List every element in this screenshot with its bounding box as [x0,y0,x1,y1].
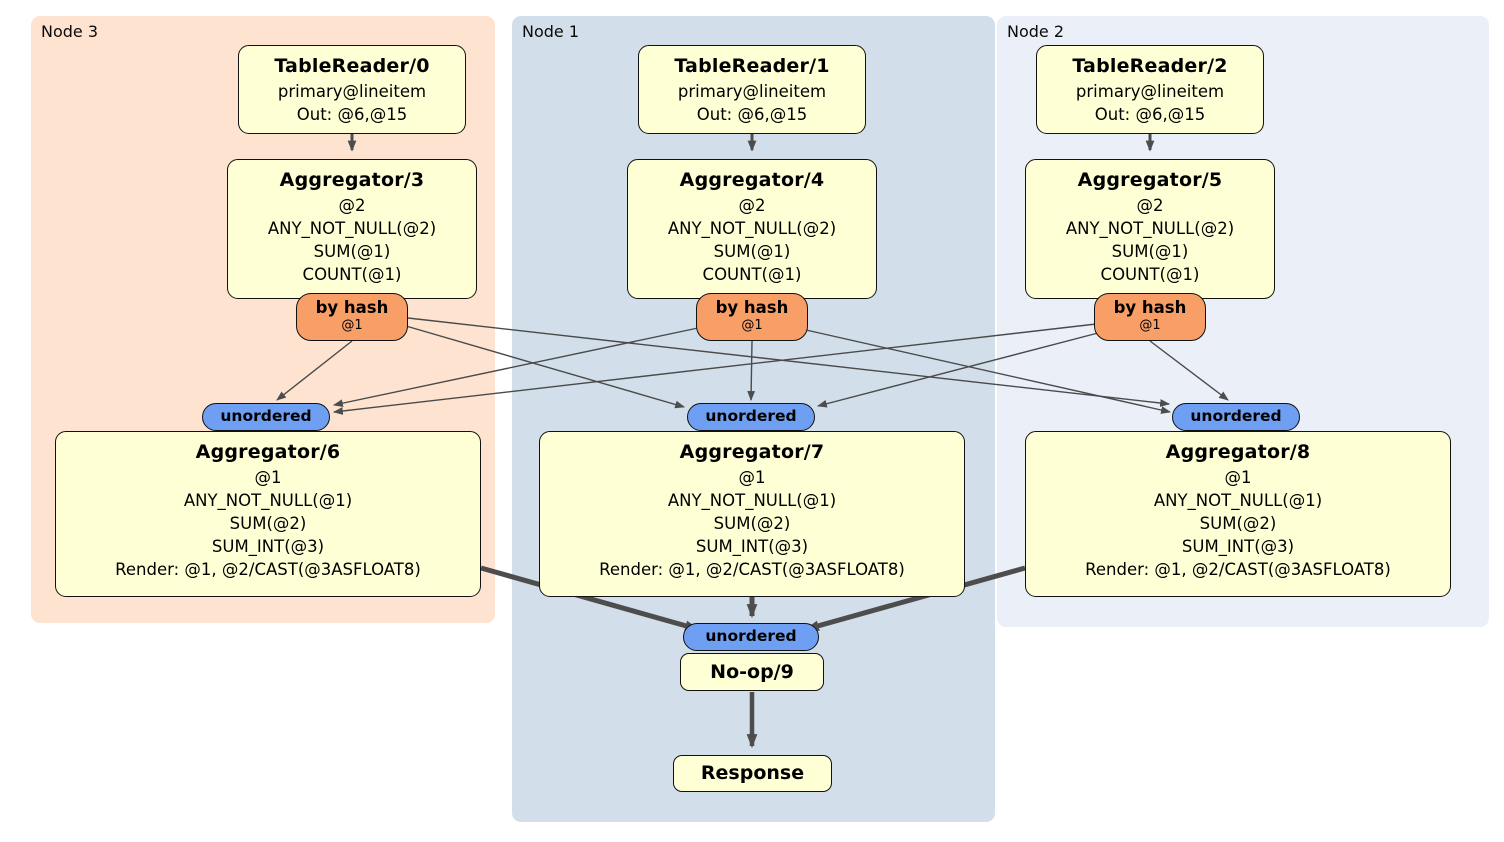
aggregator-5-group: @2 [1136,196,1164,215]
hash-router-1: by hash @1 [696,293,808,341]
node-region-3-label: Node 3 [41,22,99,41]
hash-router-2-label: by hash [1113,298,1187,317]
hash-router-3: by hash @1 [296,293,408,341]
hash-router-3-detail: @1 [341,318,363,333]
aggregator-7-title: Aggregator/7 [679,441,825,463]
aggregator-8-fn-1: ANY_NOT_NULL(@1) [1153,491,1323,510]
hash-router-2: by hash @1 [1094,293,1206,341]
tablereader-1-box: TableReader/1 primary@lineitem Out: @6,@… [638,45,866,134]
aggregator-4-title: Aggregator/4 [679,169,825,191]
aggregator-6-fn-2: SUM(@2) [229,514,307,533]
unordered-sync-3: unordered [202,403,330,431]
aggregator-5-fn-1: ANY_NOT_NULL(@2) [1065,219,1235,238]
response-box: Response [673,755,832,792]
unordered-sync-1: unordered [687,403,815,431]
aggregator-3-title: Aggregator/3 [279,169,425,191]
tablereader-0-box: TableReader/0 primary@lineitem Out: @6,@… [238,45,466,134]
aggregator-6-box: Aggregator/6 @1 ANY_NOT_NULL(@1) SUM(@2)… [55,431,481,597]
aggregator-4-group: @2 [738,196,766,215]
aggregator-8-box: Aggregator/8 @1 ANY_NOT_NULL(@1) SUM(@2)… [1025,431,1451,597]
aggregator-8-title: Aggregator/8 [1165,441,1311,463]
unordered-final-sync: unordered [683,623,819,651]
unordered-sync-2: unordered [1172,403,1300,431]
aggregator-5-title: Aggregator/5 [1077,169,1223,191]
tablereader-0-out: Out: @6,@15 [296,105,408,124]
aggregator-5-box: Aggregator/5 @2 ANY_NOT_NULL(@2) SUM(@1)… [1025,159,1275,299]
aggregator-7-group: @1 [738,468,766,487]
hash-router-3-label: by hash [315,298,389,317]
tablereader-2-box: TableReader/2 primary@lineitem Out: @6,@… [1036,45,1264,134]
aggregator-4-fn-1: ANY_NOT_NULL(@2) [667,219,837,238]
hash-router-1-label: by hash [715,298,789,317]
aggregator-7-fn-2: SUM(@2) [713,514,791,533]
aggregator-7-fn-3: SUM_INT(@3) [695,537,809,556]
node-region-1-label: Node 1 [522,22,580,41]
aggregator-6-fn-3: SUM_INT(@3) [211,537,325,556]
tablereader-2-title: TableReader/2 [1072,55,1228,77]
aggregator-6-fn-1: ANY_NOT_NULL(@1) [183,491,353,510]
aggregator-5-fn-2: SUM(@1) [1111,242,1189,261]
noop-box: No-op/9 [680,653,824,691]
aggregator-4-box: Aggregator/4 @2 ANY_NOT_NULL(@2) SUM(@1)… [627,159,877,299]
aggregator-8-fn-2: SUM(@2) [1199,514,1277,533]
tablereader-1-title: TableReader/1 [674,55,830,77]
tablereader-2-index: primary@lineitem [1075,82,1225,101]
aggregator-4-fn-3: COUNT(@1) [702,265,802,284]
aggregator-7-box: Aggregator/7 @1 ANY_NOT_NULL(@1) SUM(@2)… [539,431,965,597]
aggregator-6-render: Render: @1, @2/CAST(@3ASFLOAT8) [115,560,421,579]
aggregator-3-fn-3: COUNT(@1) [302,265,402,284]
hash-router-2-detail: @1 [1139,318,1161,333]
hash-router-1-detail: @1 [741,318,763,333]
tablereader-1-out: Out: @6,@15 [696,105,808,124]
node-region-2-label: Node 2 [1007,22,1065,41]
aggregator-7-render: Render: @1, @2/CAST(@3ASFLOAT8) [599,560,905,579]
aggregator-8-fn-3: SUM_INT(@3) [1181,537,1295,556]
aggregator-7-fn-1: ANY_NOT_NULL(@1) [667,491,837,510]
aggregator-3-box: Aggregator/3 @2 ANY_NOT_NULL(@2) SUM(@1)… [227,159,477,299]
aggregator-3-fn-1: ANY_NOT_NULL(@2) [267,219,437,238]
aggregator-6-group: @1 [254,468,282,487]
aggregator-8-render: Render: @1, @2/CAST(@3ASFLOAT8) [1085,560,1391,579]
tablereader-0-title: TableReader/0 [274,55,430,77]
aggregator-5-fn-3: COUNT(@1) [1100,265,1200,284]
aggregator-4-fn-2: SUM(@1) [713,242,791,261]
tablereader-1-index: primary@lineitem [677,82,827,101]
aggregator-3-group: @2 [338,196,366,215]
tablereader-2-out: Out: @6,@15 [1094,105,1206,124]
aggregator-3-fn-2: SUM(@1) [313,242,391,261]
tablereader-0-index: primary@lineitem [277,82,427,101]
aggregator-6-title: Aggregator/6 [195,441,341,463]
aggregator-8-group: @1 [1224,468,1252,487]
